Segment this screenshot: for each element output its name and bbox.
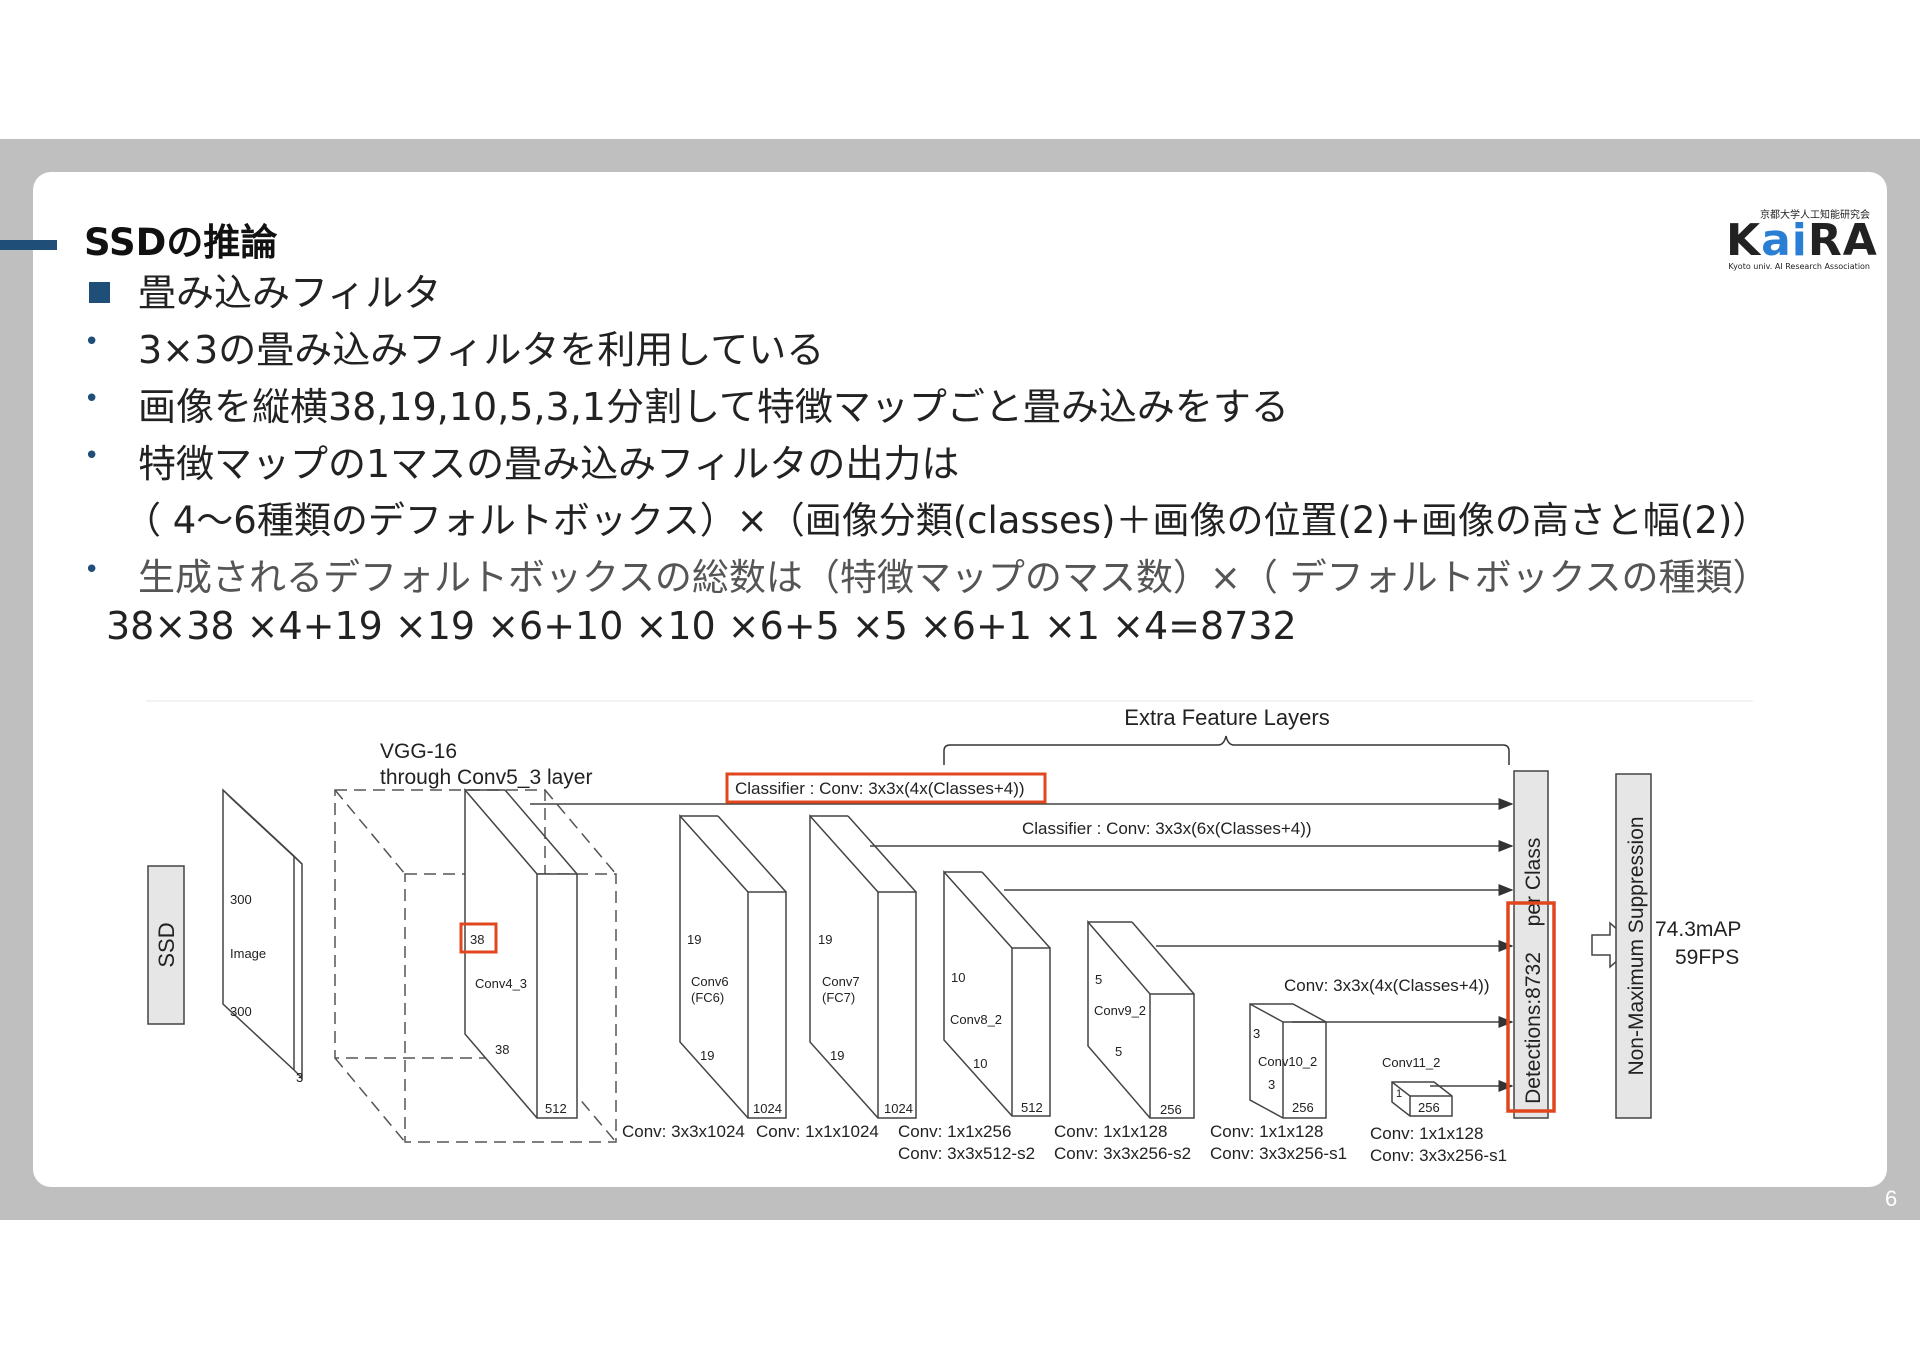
classifier-label-2: Classifier : Conv: 3x3x(6x(Classes+4)) — [1022, 819, 1312, 838]
vgg-label-line1: VGG-16 — [380, 740, 457, 763]
svg-text:Conv: 1x1x128: Conv: 1x1x128 — [1370, 1124, 1483, 1143]
svg-text:Conv6: Conv6 — [691, 974, 729, 989]
svg-text:(FC6): (FC6) — [691, 990, 724, 1005]
classifier-highlight-box — [725, 772, 1047, 804]
svg-text:Conv8_2: Conv8_2 — [950, 1012, 1002, 1027]
dot-bullet-icon: • — [84, 384, 100, 414]
svg-text:Conv: 1x1x256: Conv: 1x1x256 — [898, 1122, 1011, 1141]
svg-text:Conv11_2: Conv11_2 — [1382, 1055, 1440, 1070]
classifier-label-3: Conv: 3x3x(4x(Classes+4)) — [1284, 976, 1490, 995]
nms-label: Non-Maximum Suppression — [1625, 816, 1648, 1075]
svg-text:19: 19 — [700, 1048, 714, 1063]
svg-text:10: 10 — [973, 1056, 987, 1071]
svg-text:Conv4_3: Conv4_3 — [475, 976, 527, 991]
extra-layers-brace — [943, 735, 1510, 765]
conv8-2-block: 10 Conv8_2 10 512 — [943, 870, 1051, 1117]
svg-text:Conv: 1x1x128: Conv: 1x1x128 — [1054, 1122, 1167, 1141]
classifier-label-1: Classifier : Conv: 3x3x(4x(Classes+4)) — [735, 779, 1025, 798]
ssd-box — [147, 865, 185, 1025]
svg-text:3: 3 — [1253, 1026, 1260, 1041]
dot-bullet-icon: • — [84, 555, 100, 585]
svg-text:512: 512 — [1021, 1100, 1043, 1115]
svg-text:Conv10_2: Conv10_2 — [1258, 1054, 1317, 1069]
svg-text:1024: 1024 — [753, 1101, 782, 1116]
svg-text:3: 3 — [1268, 1077, 1275, 1092]
highlight-38-box — [459, 922, 498, 954]
logo-letters-ai: ai — [1761, 215, 1808, 266]
logo-letters-ra: RA — [1807, 215, 1878, 266]
conv11-2-block: Conv11_2 1 256 — [1382, 1055, 1453, 1117]
conv9-2-block: 5 Conv9_2 5 256 — [1087, 919, 1195, 1119]
svg-text:19: 19 — [830, 1048, 844, 1063]
svg-text:512: 512 — [545, 1101, 567, 1116]
svg-text:256: 256 — [1292, 1100, 1314, 1115]
detections-highlight-box — [1506, 901, 1556, 1113]
title-accent-bar — [0, 240, 57, 250]
svg-text:5: 5 — [1095, 972, 1102, 987]
svg-text:300: 300 — [230, 1004, 252, 1019]
svg-text:300: 300 — [230, 892, 252, 907]
svg-text:256: 256 — [1160, 1102, 1182, 1117]
svg-text:3: 3 — [296, 1070, 303, 1085]
detections-label: Detections:8732 — [1522, 952, 1545, 1104]
square-bullet-icon — [89, 282, 110, 303]
svg-text:Conv: 1x1x128: Conv: 1x1x128 — [1210, 1122, 1323, 1141]
logo-letter-k: K — [1726, 215, 1762, 266]
conv4-3-block: 38 Conv4_3 38 512 — [464, 787, 578, 1119]
svg-text:1: 1 — [1396, 1088, 1402, 1100]
per-class-label: per Class — [1522, 838, 1545, 927]
svg-text:10: 10 — [951, 970, 965, 985]
dot-bullet-icon: • — [84, 441, 100, 471]
conv6-block: 19 Conv6 (FC6) 19 1024 — [679, 814, 787, 1119]
logo-wordmark: KaiRA — [1726, 216, 1878, 266]
ssd-label: SSD — [154, 922, 179, 967]
svg-text:38: 38 — [495, 1042, 509, 1057]
svg-text:Conv: 3x3x256-s2: Conv: 3x3x256-s2 — [1054, 1144, 1191, 1163]
svg-text:Conv7: Conv7 — [822, 974, 860, 989]
svg-text:Image: Image — [230, 946, 266, 961]
svg-text:Conv: 1x1x1024: Conv: 1x1x1024 — [756, 1122, 879, 1141]
fps-result: 59FPS — [1675, 946, 1739, 969]
conv7-block: 19 Conv7 (FC7) 19 1024 — [809, 814, 917, 1119]
page-number: 6 — [1885, 1186, 1898, 1211]
svg-text:Conv: 3x3x1024: Conv: 3x3x1024 — [622, 1122, 745, 1141]
svg-text:Conv9_2: Conv9_2 — [1094, 1003, 1146, 1018]
logo-subtitle: Kyoto univ. AI Research Association — [1728, 262, 1870, 271]
ssd-architecture-diagram: Extra Feature Layers VGG-16 through Conv… — [146, 700, 1753, 1165]
map-result: 74.3mAP — [1655, 918, 1741, 941]
extra-feature-layers-label: Extra Feature Layers — [1124, 705, 1329, 730]
svg-text:(FC7): (FC7) — [822, 990, 855, 1005]
logo-caption: 京都大学人工知能研究会 — [1760, 210, 1870, 221]
dot-bullet-icon: • — [84, 327, 100, 357]
conv10-2-block: 3 Conv10_2 3 256 — [1249, 1003, 1327, 1119]
svg-text:Conv: 3x3x256-s1: Conv: 3x3x256-s1 — [1370, 1146, 1507, 1165]
svg-text:Conv: 3x3x512-s2: Conv: 3x3x512-s2 — [898, 1144, 1035, 1163]
image-block: 300 Image 300 3 — [222, 788, 303, 1085]
kaira-logo: 京都大学人工知能研究会 KaiRA Kyoto univ. AI Researc… — [1720, 206, 1877, 272]
svg-text:Conv: 3x3x256-s1: Conv: 3x3x256-s1 — [1210, 1144, 1347, 1163]
nms-column — [1615, 773, 1652, 1119]
slide-title: SSDの推論 — [84, 221, 278, 264]
detection-column — [1513, 770, 1549, 1119]
vgg-label-line2: through Conv5_3 layer — [380, 766, 592, 789]
detection-arrows — [530, 798, 1514, 1092]
svg-text:38: 38 — [470, 932, 484, 947]
svg-text:19: 19 — [818, 932, 832, 947]
svg-text:1024: 1024 — [884, 1101, 913, 1116]
svg-text:5: 5 — [1115, 1044, 1122, 1059]
svg-text:19: 19 — [687, 932, 701, 947]
svg-text:256: 256 — [1418, 1100, 1440, 1115]
bottom-conv-labels: Conv: 3x3x1024 Conv: 1x1x1024 Conv: 1x1x… — [622, 1122, 1507, 1165]
